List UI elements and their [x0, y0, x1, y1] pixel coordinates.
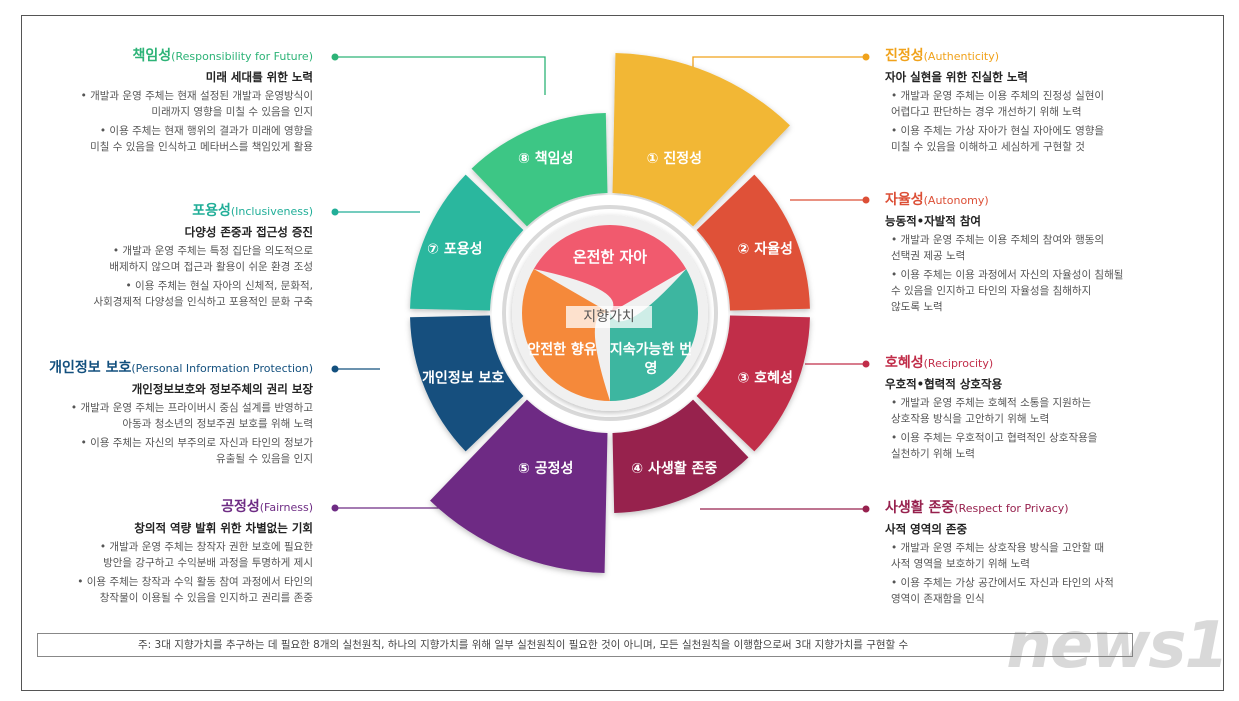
connector-dot-authenticity	[862, 53, 870, 61]
principle-autonomy: 자율성(Autonomy) 능동적•자발적 참여 • 개발과 운영 주체는 이용…	[885, 190, 1215, 315]
connector-dot-reciprocity	[862, 360, 870, 368]
wheel-segment-fairness	[430, 399, 608, 573]
wheel-segment-reciprocity	[696, 315, 810, 452]
principle-bullet: • 개발과 운영 주체는 이용 주체의 진정성 실현이 어렵다고 판단하는 경우…	[891, 90, 1105, 118]
wheel-segment-privacy	[612, 399, 749, 513]
wheel-segment-inclusiveness	[410, 174, 524, 311]
wheel-segment-authenticity	[612, 53, 790, 227]
principle-bullet: • 개발과 운영 주체는 상호작용 방식을 고안할 때 사적 영역을 보호하기 …	[891, 542, 1105, 570]
connector-dot-privacy	[862, 505, 870, 513]
wheel-label-privacy: ④ 사생활 존중	[631, 460, 717, 477]
principle-bullet: • 이용 주체는 현재 행위의 결과가 미래에 영향을 미칠 수 있음을 인식하…	[90, 125, 313, 153]
principle-title: 개인정보 보호(Personal Information Protection)	[49, 360, 313, 376]
center-value-sustainability: 지속가능한 번영	[609, 342, 693, 377]
wheel-label-fairness: ⑤ 공정성	[518, 460, 573, 477]
core-sustainability	[610, 269, 698, 401]
wheel-label-autonomy: ② 자율성	[738, 241, 793, 258]
wheel-segment-autonomy	[696, 174, 810, 311]
principle-bullet: • 이용 주체는 가상 자아가 현실 자아에도 영향을 미칠 수 있음을 이해하…	[891, 125, 1105, 153]
principle-subtitle: 능동적•자발적 참여	[885, 214, 981, 228]
principle-subtitle: 창의적 역량 발휘 위한 차별없는 기회	[134, 521, 313, 535]
principle-bullet: • 개발과 운영 주체는 프라이버시 중심 설계를 반영하고 아동과 청소년의 …	[70, 402, 313, 430]
center-value-integrity: 온전한 자아	[572, 248, 648, 266]
wheel-segment-responsibility	[471, 113, 608, 227]
principle-respect-for-privacy: 사생활 존중(Respect for Privacy) 사적 영역의 존중 • …	[885, 498, 1215, 607]
principle-subtitle: 개인정보보호와 정보주체의 권리 보장	[131, 382, 313, 396]
wheel-label-authenticity: ① 진정성	[647, 150, 702, 167]
principle-subtitle: 다양성 존중과 접근성 증진	[184, 225, 313, 239]
principle-subtitle: 사적 영역의 존중	[885, 522, 968, 536]
connector-dot-personal-info	[331, 365, 339, 373]
wheel-label-responsibility: ⑧ 책임성	[518, 151, 573, 167]
principle-title: 호혜성(Reciprocity)	[885, 355, 994, 371]
principle-inclusiveness: 포용성(Inclusiveness) 다양성 존중과 접근성 증진 • 개발과 …	[0, 201, 313, 310]
connector-dot-inclusiveness	[331, 208, 339, 216]
center-label: 지향가치	[566, 306, 652, 328]
diagram-frame	[21, 15, 1224, 691]
principle-title: 공정성(Fairness)	[221, 499, 313, 515]
principle-title: 포용성(Inclusiveness)	[192, 203, 313, 219]
principle-bullet: • 이용 주체는 현실 자아의 신체적, 문화적, 사회경제적 다양성을 인식하…	[93, 280, 313, 308]
principle-subtitle: 미래 세대를 위한 노력	[205, 70, 313, 84]
wheel-label-reciprocity: ③ 호혜성	[738, 370, 793, 386]
principle-reciprocity: 호혜성(Reciprocity) 우호적•협력적 상호작용 • 개발과 운영 주…	[885, 353, 1215, 462]
connector-dot-autonomy	[862, 196, 870, 204]
center-value-safe-enjoyment: 안전한 향유	[527, 342, 597, 358]
principle-fairness: 공정성(Fairness) 창의적 역량 발휘 위한 차별없는 기회 • 개발과…	[0, 497, 313, 606]
principle-title: 진정성(Authenticity)	[885, 48, 1000, 64]
principle-title: 사생활 존중(Respect for Privacy)	[885, 500, 1069, 516]
principle-bullet: • 이용 주체는 창작과 수익 활동 참여 과정에서 타인의 창작물이 이용될 …	[77, 576, 313, 604]
principle-personal-information-protection: 개인정보 보호(Personal Information Protection)…	[0, 358, 313, 467]
core-integrity	[533, 225, 687, 313]
principle-responsibility: 책임성(Responsibility for Future) 미래 세대를 위한…	[0, 46, 313, 155]
watermark-logo: news1	[1006, 609, 1229, 683]
principle-authenticity: 진정성(Authenticity) 자아 실현을 위한 진실한 노력 • 개발과…	[885, 46, 1215, 155]
principle-bullet: • 개발과 운영 주체는 현재 설정된 개발과 운영방식이 미래까지 영향을 미…	[80, 90, 313, 118]
principle-bullet: • 개발과 운영 주체는 특정 집단을 의도적으로 배제하지 않으며 접근과 활…	[109, 245, 313, 273]
wheel-segment-personal-info	[410, 315, 524, 452]
inner-grey-ring	[502, 205, 718, 421]
principle-subtitle: 자아 실현을 위한 진실한 노력	[885, 70, 1028, 84]
core-safe-enjoyment	[522, 269, 610, 401]
footnote: 주: 3대 지향가치를 추구하는 데 필요한 8개의 실천원칙, 하나의 지향가…	[37, 633, 1133, 657]
principle-bullet: • 이용 주체는 우호적이고 협력적인 상호작용을 실천하기 위해 노력	[891, 432, 1098, 460]
connector-responsibility	[335, 56, 546, 95]
principle-title: 자율성(Autonomy)	[885, 192, 989, 208]
principle-bullet: • 이용 주체는 자신의 부주의로 자신과 타인의 정보가 유출될 수 있음을 …	[80, 437, 313, 465]
connector-dot-fairness	[331, 504, 339, 512]
wheel-label-personal-info: ⑥ 개인정보 보호	[405, 369, 504, 386]
wheel-label-inclusiveness: ⑦ 포용성	[427, 242, 482, 258]
principle-subtitle: 우호적•협력적 상호작용	[885, 377, 1003, 391]
principle-bullet: • 이용 주체는 이용 과정에서 자신의 자율성이 침해될 수 있음을 인지하고…	[891, 269, 1124, 313]
principle-bullet: • 개발과 운영 주체는 호혜적 소통을 지원하는 상호작용 방식을 고안하기 …	[891, 397, 1092, 425]
principle-bullet: • 개발과 운영 주체는 창작자 권한 보호에 필요한 방안을 강구하고 수익분…	[99, 541, 313, 569]
principle-bullet: • 이용 주체는 가상 공간에서도 자신과 타인의 사적 영역이 존재함을 인식	[891, 577, 1114, 605]
principle-title: 책임성(Responsibility for Future)	[132, 48, 313, 64]
connector-dot-responsibility	[331, 53, 339, 61]
principle-bullet: • 개발과 운영 주체는 이용 주체의 참여와 행동의 선택권 제공 노력	[891, 234, 1105, 262]
